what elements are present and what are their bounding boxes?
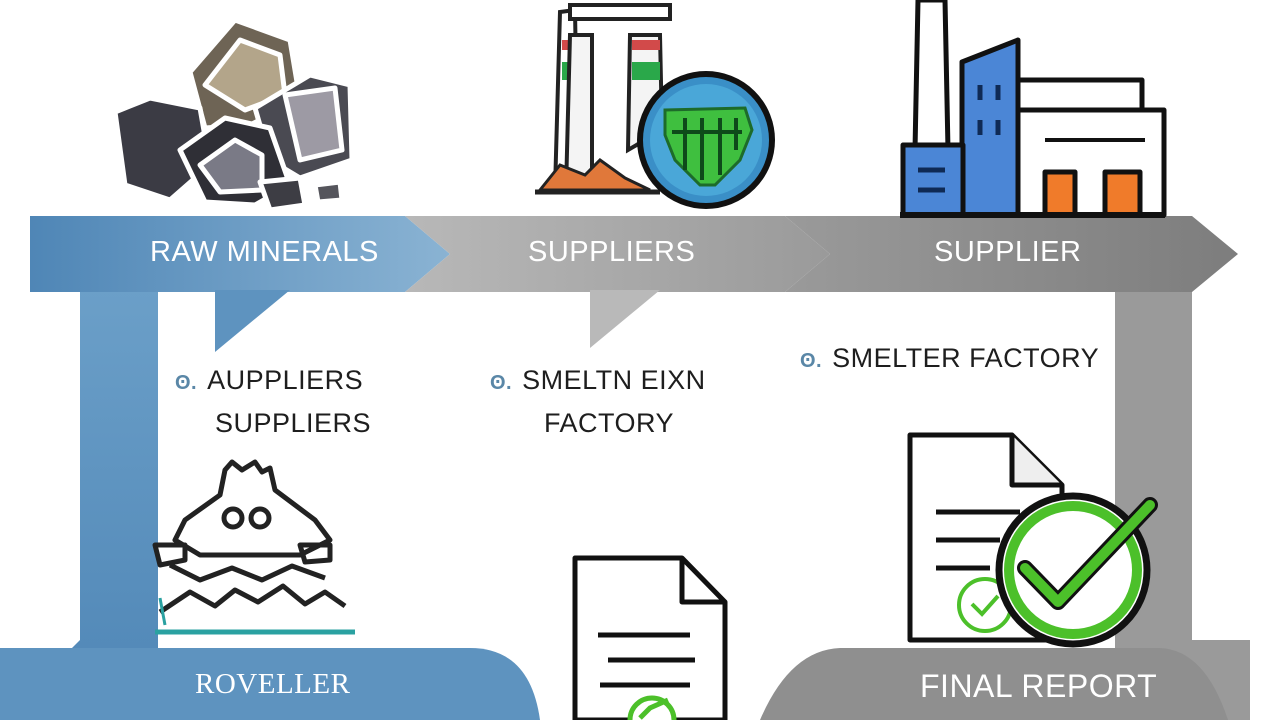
- bottom-label-final-report: FINAL REPORT: [920, 668, 1158, 704]
- stage-arrow-suppliers: [405, 216, 830, 292]
- right-flow-band: [1115, 290, 1250, 720]
- note-2-line-1: SMELTN EIXN: [522, 365, 706, 395]
- note-3-line-1: SMELTER FACTORY: [832, 343, 1100, 373]
- stage-label-suppliers: SUPPLIERS: [528, 236, 696, 268]
- bullet-icon: ʘ.: [800, 350, 823, 372]
- stage-label-supplier: SUPPLIER: [934, 236, 1082, 268]
- left-flow-band: [0, 290, 158, 720]
- bullet-icon: ʘ.: [490, 372, 513, 394]
- bullet-icon: ʘ.: [175, 372, 198, 394]
- note-2-line-2: FACTORY: [544, 408, 675, 438]
- note-3: ʘ. SMELTER FACTORY: [800, 338, 1099, 381]
- factory-building-icon: [900, 0, 1167, 218]
- mine-terrain-icon: [152, 459, 355, 635]
- callout-tail-1: [215, 290, 290, 352]
- note-1-line-1: AUPPLIERS: [207, 365, 364, 395]
- note-1: ʘ. AUPPLIERS SUPPLIERS: [175, 360, 371, 443]
- callout-tail-2: [590, 290, 660, 348]
- bottom-banner-right: [760, 648, 1228, 720]
- note-2: ʘ. SMELTN EIXN FACTORY: [490, 360, 706, 443]
- document-check-icon: [572, 555, 728, 720]
- smelter-globe-icon: [535, 3, 775, 209]
- bottom-banner-left: [0, 648, 540, 720]
- stage-arrow-supplier: [785, 216, 1238, 292]
- note-1-line-2: SUPPLIERS: [215, 408, 372, 438]
- stage-label-raw-minerals: RAW MINERALS: [150, 236, 379, 268]
- bottom-label-roveller: ROVELLER: [195, 668, 351, 700]
- report-approved-icon: [907, 432, 1158, 648]
- stage-arrow-raw-minerals: [30, 216, 450, 292]
- mineral-rocks-icon: [112, 17, 355, 213]
